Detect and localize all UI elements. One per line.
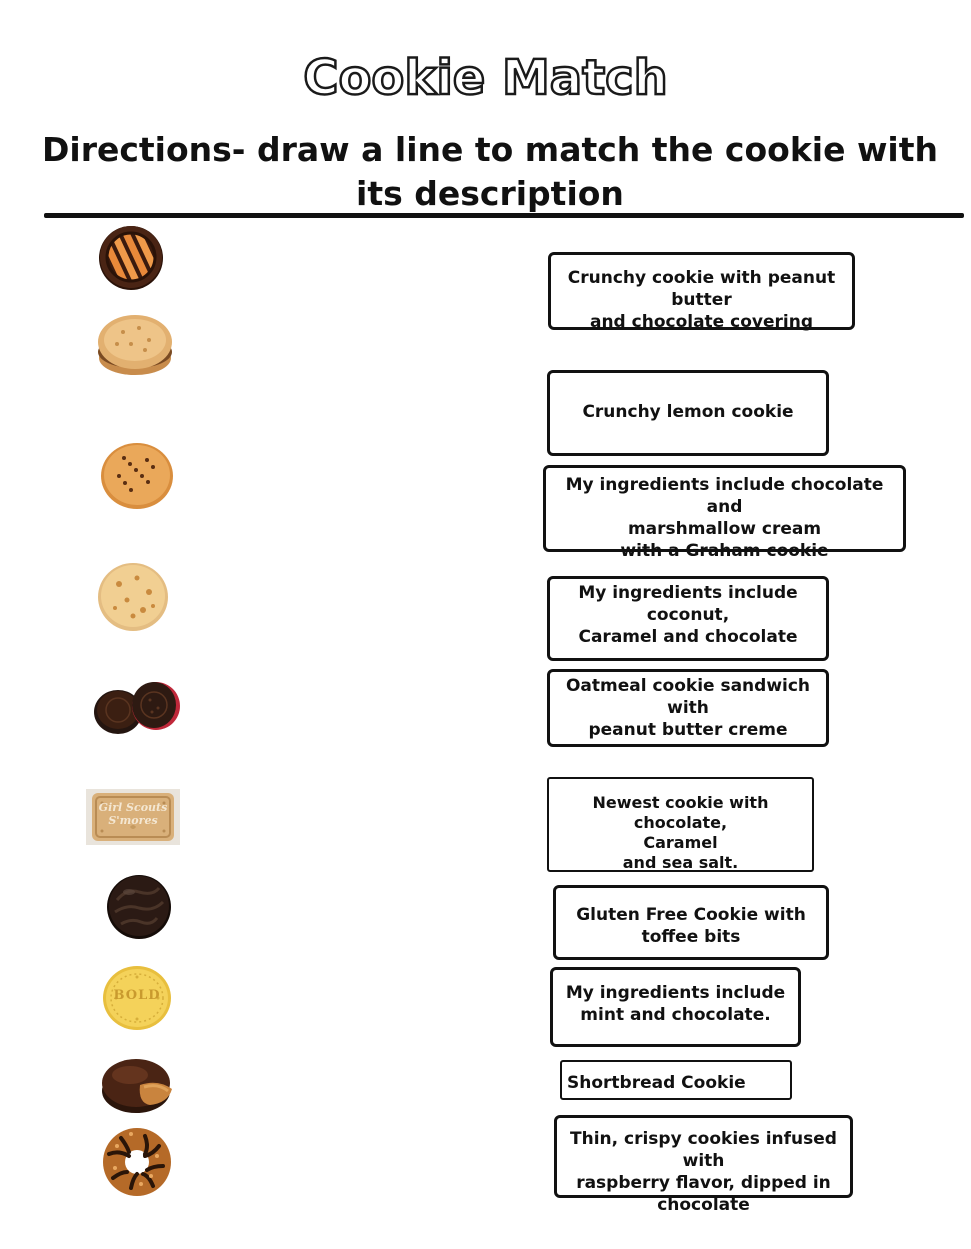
- description-box-newest-cookie[interactable]: Newest cookie with chocolate, Caramel an…: [547, 777, 814, 872]
- description-box-lemon[interactable]: Crunchy lemon cookie: [547, 370, 829, 456]
- caramel-coconut-cookie-icon: [103, 1128, 171, 1196]
- striped-cookie-icon: [99, 226, 163, 290]
- shortbread-cookie-icon: [103, 966, 171, 1030]
- shortbread-cookie-stamp: BOLD: [113, 988, 161, 1003]
- description-box-shortbread[interactable]: Shortbread Cookie: [560, 1060, 792, 1100]
- smores-cookie-icon: [86, 789, 180, 845]
- description-box-smores[interactable]: My ingredients include chocolate and mar…: [543, 465, 906, 561]
- peanut-butter-patty-icon: [102, 1059, 172, 1113]
- mint-chocolate-cookie-icon: [107, 875, 171, 939]
- description-box-mint-chocolate[interactable]: My ingredients include mint and chocolat…: [550, 967, 801, 1047]
- description-box-gluten-free[interactable]: Gluten Free Cookie with toffee bits: [553, 885, 829, 960]
- description-box-raspberry-thin[interactable]: Thin, crispy cookies infused with raspbe…: [554, 1115, 853, 1215]
- description-box-peanut-butter-chocolate[interactable]: Crunchy cookie with peanut butter and ch…: [548, 252, 855, 332]
- page-title: Cookie Match: [302, 49, 669, 108]
- raspberry-chocolate-cookie-icon: [94, 682, 180, 734]
- header-divider: [44, 213, 964, 218]
- description-box-oatmeal-sandwich[interactable]: Oatmeal cookie sandwich with peanut butt…: [547, 669, 829, 747]
- toffee-cookie-icon: [98, 563, 168, 631]
- dotted-cookie-icon: [101, 443, 173, 509]
- directions-text: Directions- draw a line to match the coo…: [41, 130, 939, 213]
- sandwich-cookie-icon: [98, 315, 172, 375]
- smores-cookie-stamp: Girl Scouts S'mores: [98, 801, 168, 827]
- description-box-coconut-caramel[interactable]: My ingredients include coconut, Caramel …: [547, 576, 829, 661]
